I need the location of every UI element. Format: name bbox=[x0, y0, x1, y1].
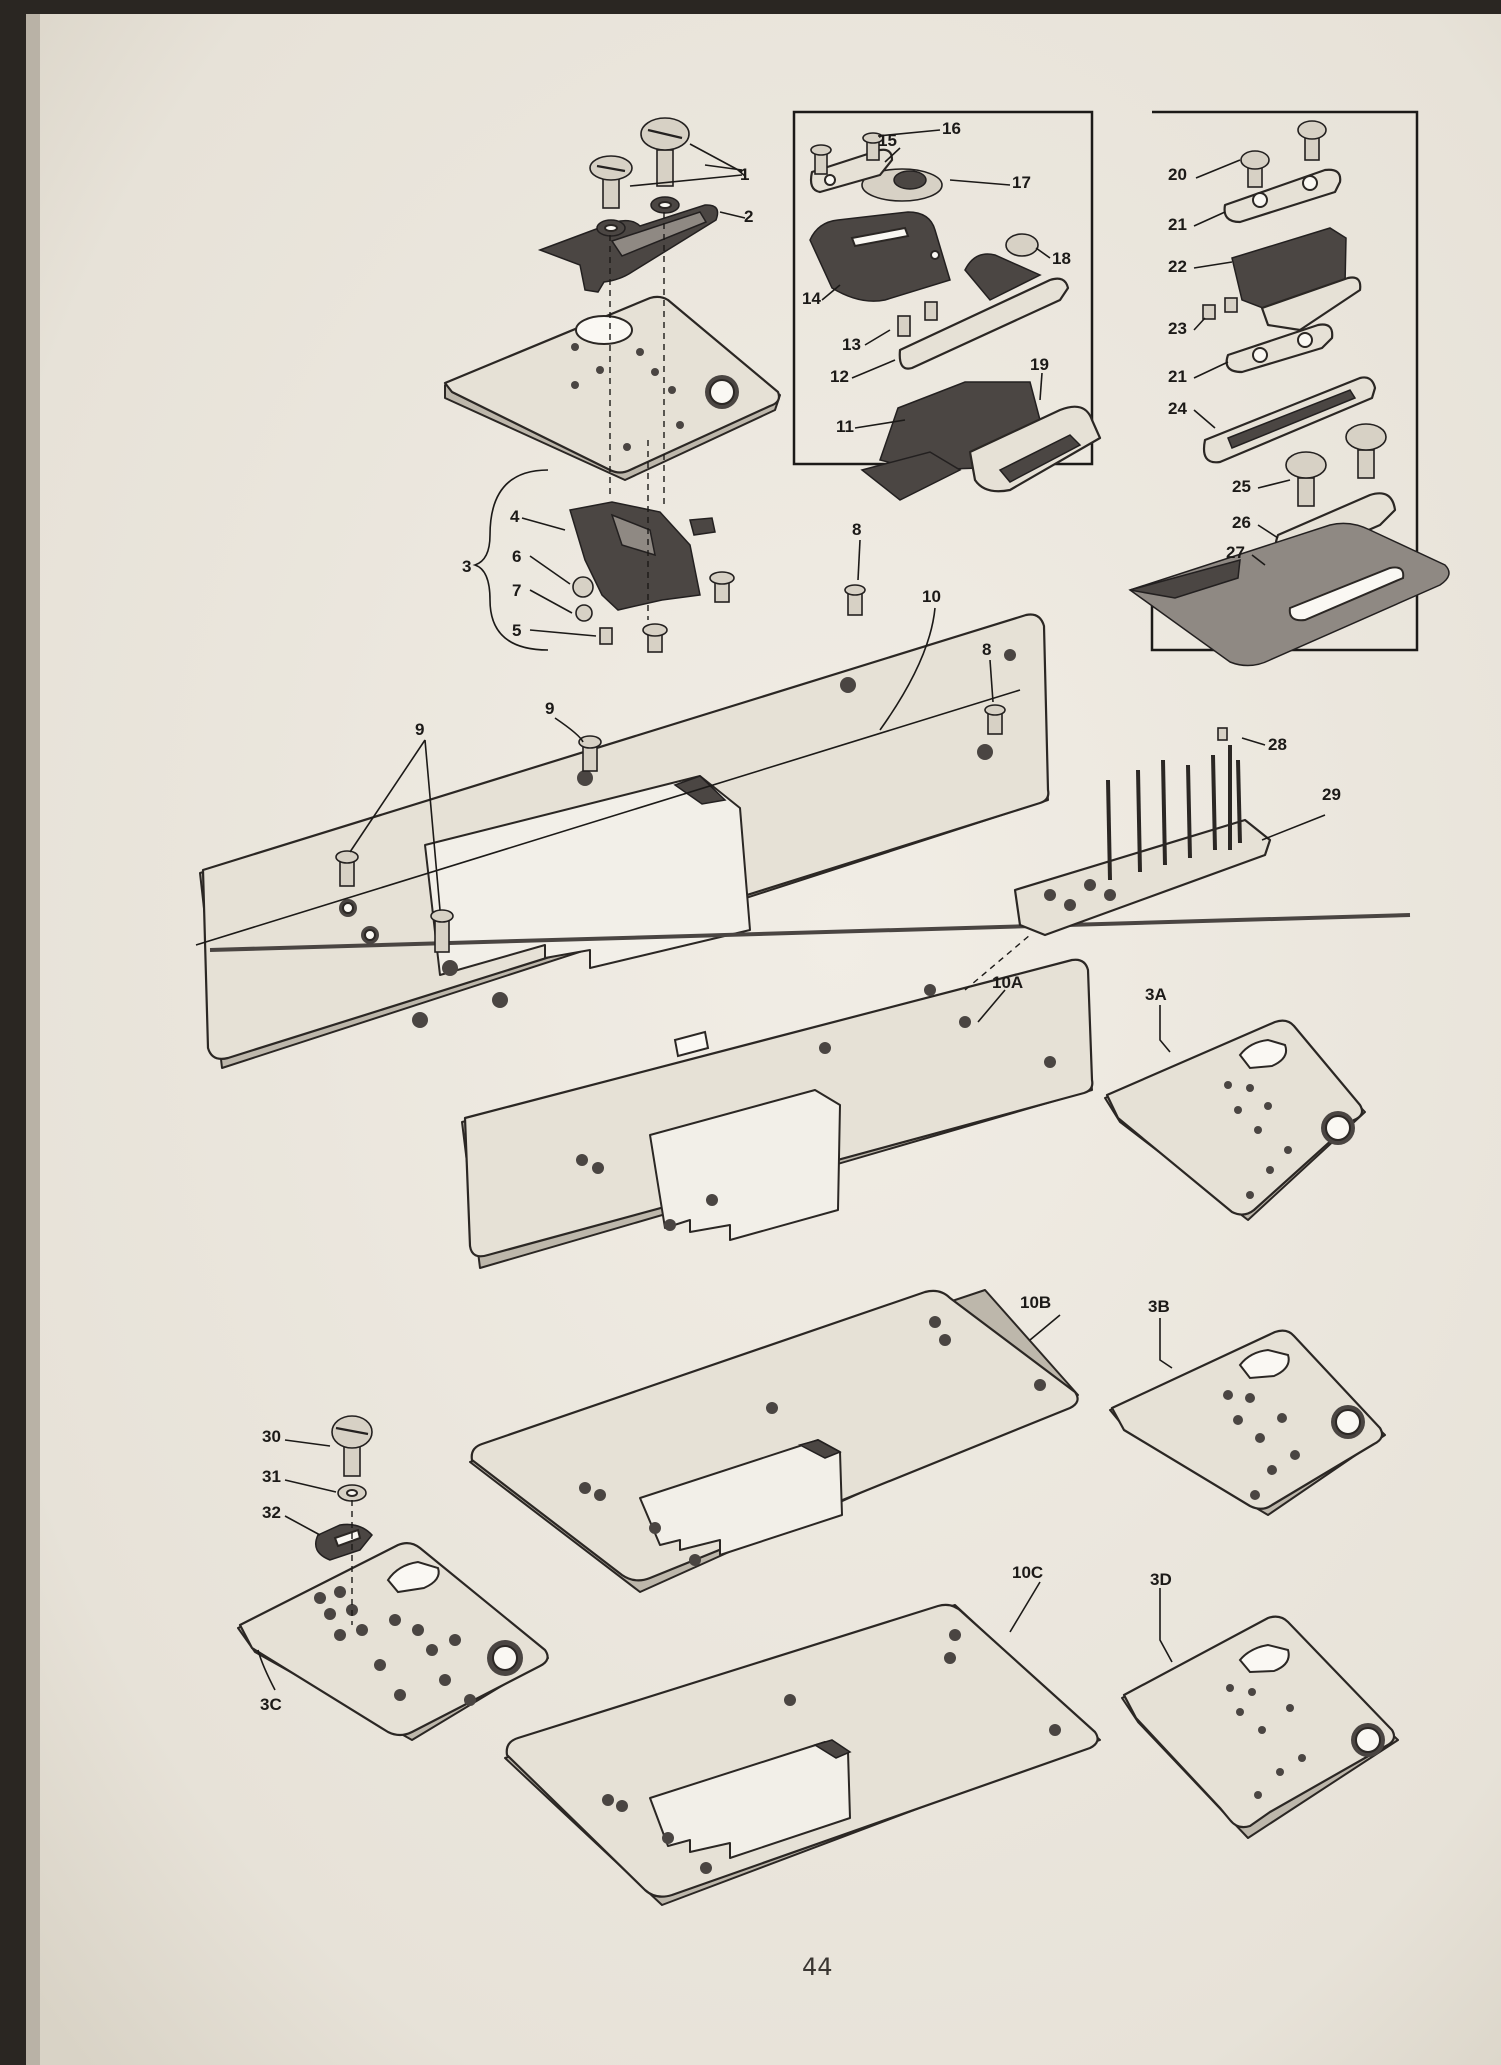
callout-21-lower: 21 bbox=[1168, 367, 1187, 386]
callout-24: 24 bbox=[1168, 399, 1187, 418]
callout-10C: 10C bbox=[1012, 1563, 1043, 1582]
callout-21-top: 21 bbox=[1168, 215, 1187, 234]
callout-8-right: 8 bbox=[982, 640, 991, 659]
callout-3A: 3A bbox=[1145, 985, 1167, 1004]
callout-15: 15 bbox=[878, 131, 897, 150]
callout-17: 17 bbox=[1012, 173, 1031, 192]
callout-18: 18 bbox=[1052, 249, 1071, 268]
page-number: 44 bbox=[802, 1953, 833, 1981]
callout-26: 26 bbox=[1232, 513, 1251, 532]
callout-10B: 10B bbox=[1020, 1293, 1051, 1312]
callout-10: 10 bbox=[922, 587, 941, 606]
callout-6: 6 bbox=[512, 547, 521, 566]
callout-28: 28 bbox=[1268, 735, 1287, 754]
callout-30: 30 bbox=[262, 1427, 281, 1446]
callout-31: 31 bbox=[262, 1467, 281, 1486]
callout-3: 3 bbox=[462, 557, 471, 576]
callout-4: 4 bbox=[510, 507, 520, 526]
callout-20: 20 bbox=[1168, 165, 1187, 184]
callout-8-left: 8 bbox=[852, 520, 861, 539]
callout-1: 1 bbox=[740, 165, 749, 184]
callout-5: 5 bbox=[512, 621, 521, 640]
callout-3D: 3D bbox=[1150, 1570, 1172, 1589]
callout-25: 25 bbox=[1232, 477, 1251, 496]
callout-2: 2 bbox=[744, 207, 753, 226]
callout-3C: 3C bbox=[260, 1695, 282, 1714]
callout-19: 19 bbox=[1030, 355, 1049, 374]
page-gutter-shadow bbox=[26, 14, 40, 2065]
callout-27: 27 bbox=[1226, 543, 1245, 562]
callout-16: 16 bbox=[942, 119, 961, 138]
callout-13: 13 bbox=[842, 335, 861, 354]
callout-11: 11 bbox=[836, 417, 854, 436]
callout-22: 22 bbox=[1168, 257, 1187, 276]
callout-10A: 10A bbox=[992, 973, 1023, 992]
callout-32: 32 bbox=[262, 1503, 281, 1522]
callout-14: 14 bbox=[802, 289, 821, 308]
callout-9-left: 9 bbox=[415, 720, 424, 739]
callout-12: 12 bbox=[830, 367, 849, 386]
callout-29: 29 bbox=[1322, 785, 1341, 804]
callout-7: 7 bbox=[512, 581, 521, 600]
callout-3B: 3B bbox=[1148, 1297, 1170, 1316]
callout-23: 23 bbox=[1168, 319, 1187, 338]
callout-9-right: 9 bbox=[545, 699, 554, 718]
